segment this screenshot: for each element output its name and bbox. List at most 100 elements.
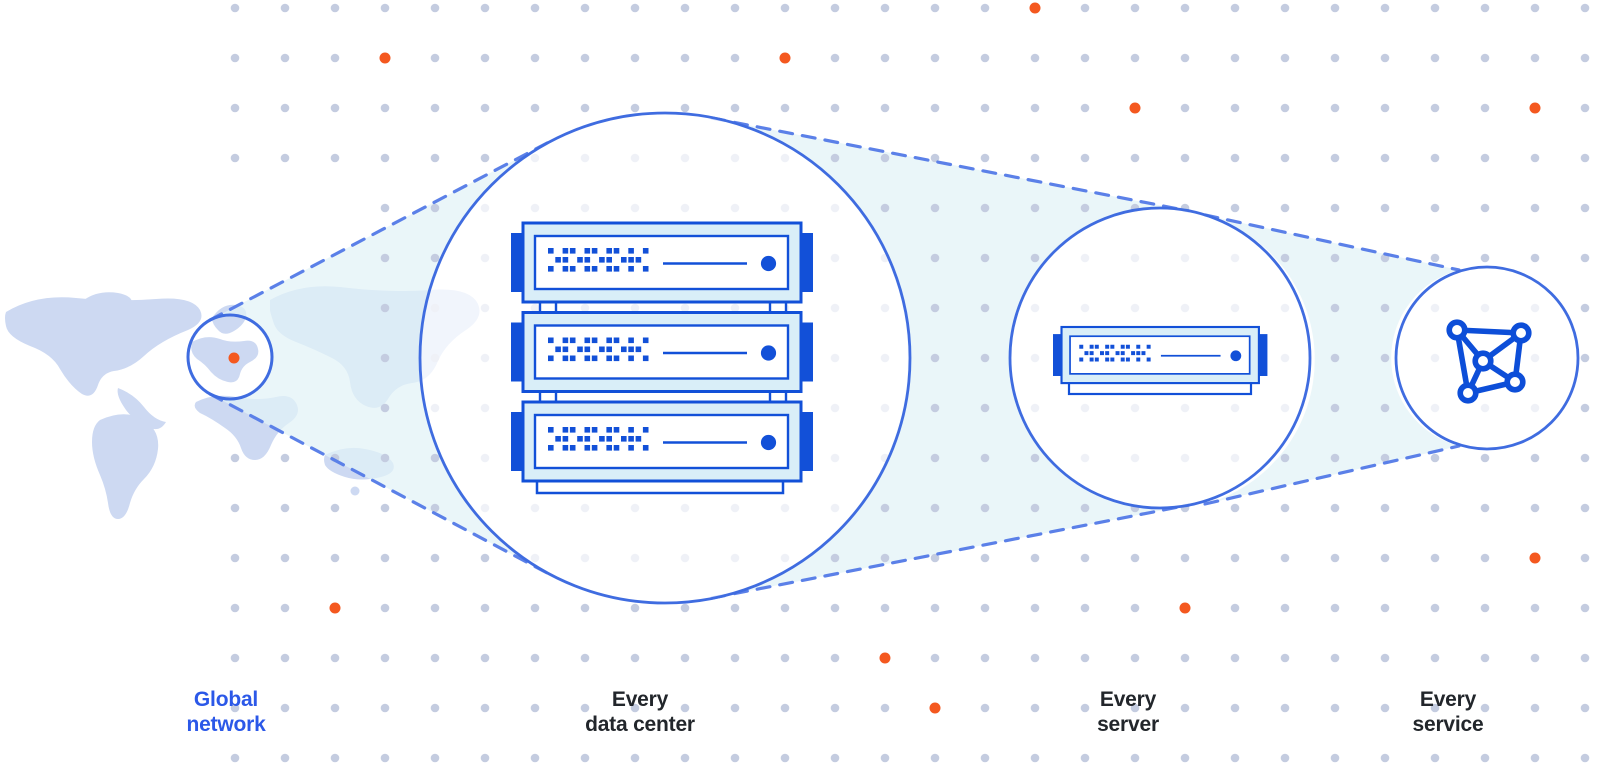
grid-dot — [1280, 603, 1290, 613]
grid-dot — [680, 103, 690, 113]
grid-dot — [830, 603, 840, 613]
grid-dot — [380, 403, 390, 413]
grid-dot — [1030, 203, 1040, 213]
grid-dot — [630, 3, 640, 13]
grid-dot — [580, 753, 590, 763]
grid-dot — [1180, 53, 1190, 63]
grid-dot — [1130, 3, 1140, 13]
grid-dot — [280, 753, 290, 763]
grid-dot — [430, 203, 440, 213]
grid-dot — [1330, 753, 1340, 763]
grid-dot — [530, 3, 540, 13]
grid-dot — [1430, 3, 1440, 13]
grid-dot — [1380, 453, 1390, 463]
grid-dot — [1330, 253, 1340, 263]
grid-dot — [1530, 703, 1540, 713]
label-line: Every — [1099, 688, 1157, 711]
orange-accent-dot — [779, 52, 791, 64]
grid-dot — [1580, 103, 1590, 113]
grid-dot — [730, 653, 740, 663]
grid-dot — [630, 653, 640, 663]
grid-dot — [1080, 153, 1090, 163]
grid-dot — [1530, 53, 1540, 63]
grid-dot — [1530, 3, 1540, 13]
grid-dot — [280, 553, 290, 563]
grid-dot — [880, 53, 890, 63]
grid-dot — [1380, 53, 1390, 63]
grid-dot — [380, 553, 390, 563]
orange-accent-dot — [1029, 2, 1041, 14]
grid-dot — [280, 3, 290, 13]
grid-dot — [880, 603, 890, 613]
grid-dot — [630, 753, 640, 763]
grid-dot — [1580, 353, 1590, 363]
grid-dot — [1330, 503, 1340, 513]
grid-dot — [630, 53, 640, 63]
grid-dot — [1080, 603, 1090, 613]
grid-dot — [1430, 603, 1440, 613]
grid-dot — [930, 403, 940, 413]
grid-dot — [480, 703, 490, 713]
grid-dot — [480, 3, 490, 13]
grid-dot — [430, 703, 440, 713]
grid-dot — [830, 103, 840, 113]
grid-dot — [530, 603, 540, 613]
grid-dot — [1130, 603, 1140, 613]
grid-dot — [430, 53, 440, 63]
grid-dot — [1130, 653, 1140, 663]
grid-dot — [280, 703, 290, 713]
grid-dot — [830, 53, 840, 63]
grid-dot — [1580, 753, 1590, 763]
grid-dot — [1380, 603, 1390, 613]
grid-dot — [680, 753, 690, 763]
grid-dot — [1130, 153, 1140, 163]
grid-dot — [1380, 303, 1390, 313]
grid-dot — [330, 653, 340, 663]
grid-dot — [780, 753, 790, 763]
grid-dot — [1130, 753, 1140, 763]
network-graph-icon — [1446, 319, 1532, 404]
server-icon — [1053, 325, 1268, 396]
grid-dot — [1380, 653, 1390, 663]
grid-dot — [980, 153, 990, 163]
grid-dot — [680, 53, 690, 63]
grid-dot — [480, 53, 490, 63]
grid-dot — [380, 503, 390, 513]
grid-dot — [1230, 203, 1240, 213]
grid-dot — [1230, 753, 1240, 763]
grid-dot — [1030, 703, 1040, 713]
grid-dot — [280, 503, 290, 513]
grid-dot — [1330, 653, 1340, 663]
grid-dot — [1580, 653, 1590, 663]
grid-dot — [1030, 53, 1040, 63]
grid-dot — [380, 203, 390, 213]
label-line: Every — [611, 688, 669, 711]
grid-dot — [980, 453, 990, 463]
grid-dot — [280, 103, 290, 113]
grid-dot — [1430, 53, 1440, 63]
grid-dot — [1580, 203, 1590, 213]
grid-dot — [330, 103, 340, 113]
grid-dot — [1230, 653, 1240, 663]
grid-dot — [730, 3, 740, 13]
grid-dot — [1530, 653, 1540, 663]
grid-dot — [930, 53, 940, 63]
grid-dot — [330, 503, 340, 513]
grid-dot — [1580, 503, 1590, 513]
label-line: Every — [1419, 688, 1477, 711]
grid-dot — [780, 103, 790, 113]
grid-dot — [1080, 3, 1090, 13]
grid-dot — [1430, 753, 1440, 763]
grid-dot — [880, 553, 890, 563]
grid-dot — [1080, 203, 1090, 213]
grid-dot — [480, 753, 490, 763]
grid-dot — [1530, 253, 1540, 263]
grid-dot — [1280, 653, 1290, 663]
grid-dot — [830, 3, 840, 13]
grid-dot — [1430, 453, 1440, 463]
grid-dot — [530, 653, 540, 663]
grid-dot — [1180, 653, 1190, 663]
grid-dot — [430, 253, 440, 263]
grid-dot — [1380, 353, 1390, 363]
grid-dot — [1130, 553, 1140, 563]
